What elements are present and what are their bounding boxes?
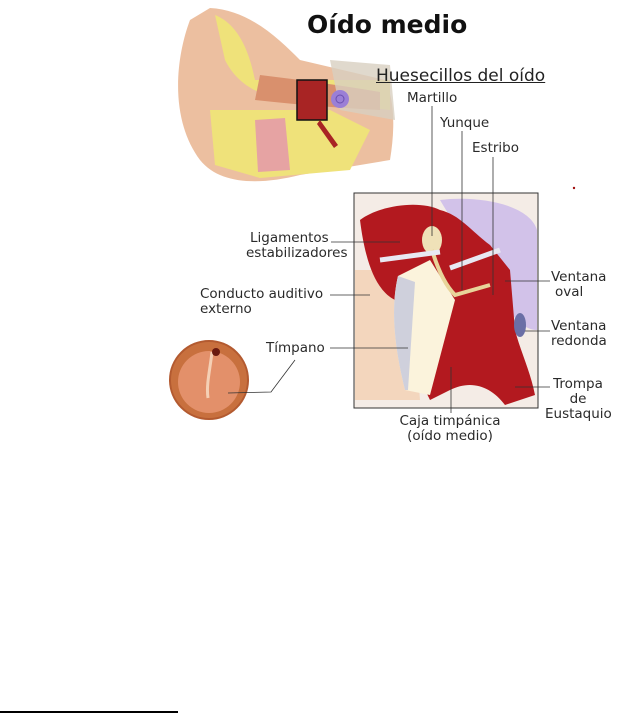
diagram-title: Oído medio (307, 10, 468, 39)
label-line: externo (200, 301, 252, 317)
label-line: de (569, 391, 587, 407)
label-line: oval (555, 284, 584, 300)
label-trompa-eustaquio: Trompa de Eustaquio (545, 376, 612, 422)
label-caja-timpanica: Caja timpánica (oído medio) (396, 414, 504, 444)
label-line: estabilizadores (246, 245, 348, 261)
label-line: Ligamentos (250, 230, 329, 246)
middle-ear-detail-image (353, 192, 539, 409)
red-dot (572, 186, 576, 190)
label-line: Ventana (551, 318, 607, 334)
outer-ear-overview-image (178, 8, 395, 182)
label-martillo: Martillo (407, 90, 458, 106)
label-timpano: Tímpano (266, 340, 325, 356)
footnote-separator (0, 711, 178, 713)
diagram-subtitle: Huesecillos del oído (376, 66, 546, 86)
label-line: Conducto auditivo (200, 286, 324, 302)
label-line: (oído medio) (407, 428, 493, 444)
label-line: Eustaquio (545, 406, 612, 422)
label-conducto: Conducto auditivo externo (200, 287, 323, 317)
label-estribo: Estribo (472, 140, 519, 156)
leader-lines (227, 106, 550, 413)
label-yunque: Yunque (440, 115, 490, 131)
label-line: redonda (551, 333, 607, 349)
label-ligamentos: Ligamentos estabilizadores (246, 231, 348, 261)
label-line: Caja timpánica (399, 413, 501, 429)
label-line: Trompa (553, 376, 603, 392)
label-line: Ventana (551, 269, 607, 285)
label-ventana-redonda: Ventana redonda (551, 319, 607, 349)
label-ventana-oval: Ventana oval (551, 270, 606, 300)
eardrum-image (169, 340, 249, 420)
